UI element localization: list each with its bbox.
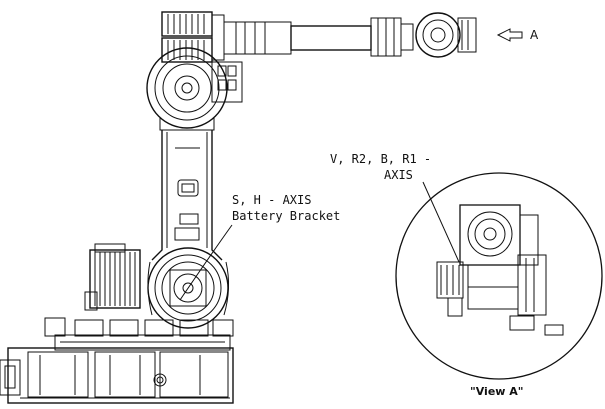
view-arrow-icon — [496, 28, 523, 42]
lower-joint — [147, 247, 230, 329]
callout-vr2br1-line2: AXIS — [384, 168, 413, 182]
callout-vr2br1-line1: V, R2, B, R1 - — [330, 152, 432, 166]
lower-arm — [151, 130, 223, 261]
wrist — [415, 12, 477, 58]
upper-motors — [161, 11, 237, 63]
forearm — [235, 17, 414, 57]
robot-base — [0, 317, 234, 404]
elbow-joint — [146, 47, 243, 131]
view-a-detail — [395, 172, 603, 380]
view-arrow-label: A — [530, 28, 539, 42]
s-axis-motor — [84, 243, 141, 311]
callout-sh-line2: Battery Bracket — [232, 209, 341, 223]
view-caption: "View A" — [470, 385, 524, 398]
callout-sh-line1: S, H - AXIS — [232, 193, 312, 207]
leader-lines — [179, 181, 460, 301]
